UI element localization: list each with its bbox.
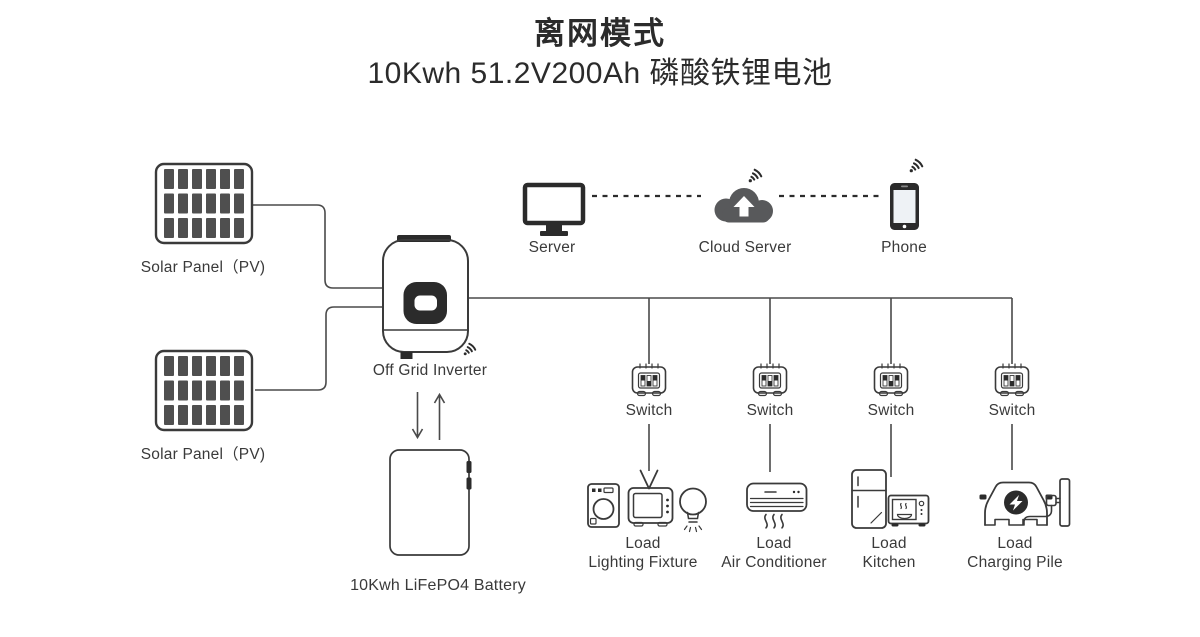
inverter-label: Off Grid Inverter	[372, 362, 488, 379]
load-label-kitchen: Load Kitchen	[862, 535, 915, 572]
load-subtitle: Charging Pile	[967, 553, 1063, 571]
load-label-charging-pile: Load Charging Pile	[967, 535, 1063, 572]
switch-label: Switch	[988, 402, 1036, 419]
refrigerator-icon	[851, 469, 887, 529]
load-title: Load	[997, 535, 1033, 552]
server-label: Server	[528, 239, 576, 256]
wifi-icon	[908, 158, 924, 174]
washing-machine-icon	[587, 483, 620, 528]
air-flow-icon	[764, 513, 784, 529]
load-label-lighting: Load Lighting Fixture	[588, 535, 697, 572]
solar-panel-top-label: Solar Panel（PV)	[140, 259, 266, 276]
wifi-icon	[462, 342, 477, 357]
pv-wires	[252, 204, 383, 391]
inverter-icon	[382, 235, 469, 359]
switch-icon	[752, 363, 788, 397]
switch-label: Switch	[746, 402, 794, 419]
cloud-server-label: Cloud Server	[698, 239, 792, 256]
microwave-icon	[887, 494, 930, 527]
battery-label: 10Kwh LiFePO4 Battery	[350, 577, 526, 594]
wifi-icon	[747, 168, 763, 184]
switch-icon	[631, 363, 667, 397]
load-subtitle: Air Conditioner	[721, 553, 827, 571]
charging-cable	[1023, 504, 1053, 526]
cloud-upload-icon	[714, 188, 773, 223]
phone-label: Phone	[881, 239, 927, 256]
smartphone-icon	[890, 183, 919, 230]
lightning-bolt-icon	[1009, 495, 1023, 511]
solar-panel-icon	[154, 162, 254, 245]
load-label-air-conditioner: Load Air Conditioner	[721, 535, 827, 572]
upload-arrow-icon	[733, 196, 755, 217]
diagram-subtitle: 10Kwh 51.2V200Ah 磷酸铁锂电池	[367, 57, 833, 90]
charging-pile-icon	[1023, 478, 1071, 527]
load-title: Load	[625, 535, 661, 552]
switch-icon	[994, 363, 1030, 397]
tv-icon	[627, 469, 674, 527]
switch-label: Switch	[867, 402, 915, 419]
switch-label: Switch	[625, 402, 673, 419]
ac-bus-line	[468, 297, 1013, 477]
load-subtitle: Kitchen	[862, 553, 916, 571]
solar-panel-icon	[154, 349, 254, 432]
load-title: Load	[871, 535, 907, 552]
load-title: Load	[756, 535, 792, 552]
ev-car-icon	[979, 481, 1053, 526]
switch-icon	[873, 363, 909, 397]
battery-icon	[389, 449, 472, 556]
light-bulb-icon	[679, 487, 707, 533]
air-conditioner-icon	[746, 482, 808, 529]
load-subtitle: Lighting Fixture	[588, 553, 698, 571]
battery-flow-arrows	[411, 392, 446, 440]
monitor-icon	[522, 182, 586, 236]
solar-panel-bottom-label: Solar Panel（PV)	[140, 446, 266, 463]
diagram-title: 离网模式	[534, 16, 666, 51]
